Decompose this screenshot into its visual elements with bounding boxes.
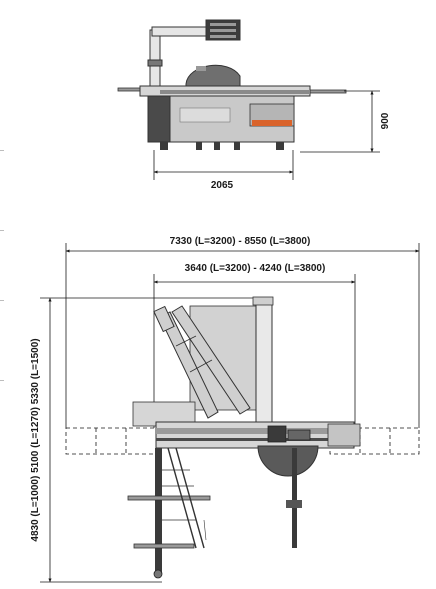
overall-depth-label: 4830 (L=1000) 5100 (L=1270) 5330 (L=1500… <box>30 338 41 541</box>
plan-view <box>65 296 420 579</box>
rip-fence-post <box>255 299 273 425</box>
height-dim-label: 900 <box>380 112 391 129</box>
saw-guard <box>185 64 241 87</box>
overall-width-dimension <box>65 243 420 428</box>
overhead-arm <box>147 19 241 89</box>
sliding-carriage <box>127 447 211 579</box>
edge-mark <box>0 380 4 381</box>
machine-feet <box>160 142 284 150</box>
overall-depth-dimension <box>40 297 262 583</box>
saw-blade <box>257 445 319 477</box>
overall-width-label: 7330 (L=3200) - 8550 (L=3800) <box>170 236 311 247</box>
accent-panel <box>252 120 292 126</box>
height-dimension <box>300 90 380 153</box>
overhead-arm-plan <box>153 305 251 419</box>
side-view <box>117 19 347 150</box>
edge-mark <box>0 300 4 301</box>
right-rail <box>292 448 297 548</box>
width-dim-label: 2065 <box>211 180 234 191</box>
inner-width-label: 3640 (L=3200) - 4240 (L=3800) <box>185 263 326 274</box>
width-dimension <box>153 150 294 180</box>
edge-mark <box>0 230 4 231</box>
edge-mark <box>0 150 4 151</box>
main-table <box>155 421 355 449</box>
